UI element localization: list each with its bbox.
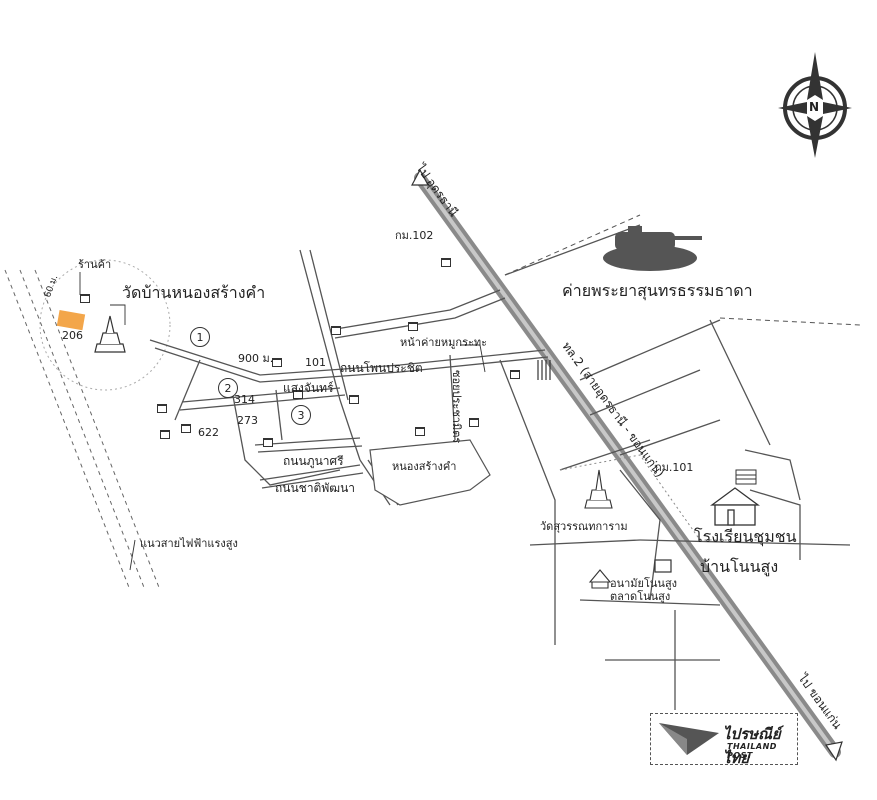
rail-hatch: [537, 360, 551, 380]
label-dist900: 900 ม.: [238, 352, 274, 365]
school-icon: [710, 487, 760, 526]
label-num622: 622: [198, 426, 219, 439]
label-num206: 206: [62, 329, 83, 342]
label-km102: กม.102: [395, 229, 434, 242]
house-icon: [441, 258, 451, 267]
tank-icon: [603, 226, 702, 271]
house-icon: [80, 294, 90, 303]
house-icon: [181, 424, 191, 433]
label-road-phonprasit: ถนนโพนประชิต: [340, 361, 423, 375]
post-brand: ไปรษณีย์ไทย: [723, 725, 781, 767]
temple-radius-circle: [39, 259, 171, 391]
health-center-icon: [654, 559, 672, 573]
label-km101: กม.101: [655, 461, 694, 474]
label-soi-prachamit: ซอยประชามิตร: [450, 370, 463, 444]
house-icon: [157, 404, 167, 413]
house-icon: [272, 358, 282, 367]
marker-circle-3: 3: [291, 405, 311, 425]
label-num273: 273: [237, 414, 258, 427]
label-market: ตลาดโนนสูง: [610, 590, 671, 603]
post-brand-en: THAILAND POST: [727, 742, 777, 760]
marker-circle-1: 1: [190, 327, 210, 347]
camp-boundary: [504, 214, 861, 326]
house-icon: [331, 326, 341, 335]
local-roads: [149, 224, 851, 710]
stupa-icon: [94, 315, 126, 353]
post-logo-icon: ไปรษณีย์ไทย THAILAND POST: [650, 713, 798, 767]
highway-road: [414, 172, 841, 758]
label-shop: ร้านค้า: [78, 258, 112, 271]
arrow-south-tip: [824, 741, 843, 762]
label-num314: 314: [234, 393, 255, 406]
house-icon: [408, 322, 418, 331]
school-area: [559, 454, 760, 541]
house-icon: [510, 370, 520, 379]
label-wat-suwan: วัดสุวรรณทการาม: [540, 520, 628, 533]
arrow-north-tip: [411, 168, 429, 186]
market-icon: [588, 569, 612, 589]
house-icon: [293, 390, 303, 399]
house-icon: [349, 395, 359, 404]
target-marker: [56, 310, 86, 331]
house-icon: [469, 418, 479, 427]
powerline-corridor: [4, 269, 161, 591]
stupa-icon: [584, 469, 613, 509]
house-icon: [263, 438, 273, 447]
compass-n-label: N: [809, 100, 820, 114]
label-camp-front: หน้าค่ายหมูกระทะ: [400, 336, 488, 349]
label-camp: ค่ายพระยาสุนทรธรรมธาดา: [562, 281, 753, 300]
leader-lines: [79, 272, 486, 571]
label-health: อนามัยโนนสูง: [610, 577, 678, 590]
house-icon: [415, 427, 425, 436]
house-icon: [160, 430, 170, 439]
label-powerline: แนวสายไฟฟ้าแรงสูง: [140, 537, 238, 550]
compass-icon: N: [776, 50, 854, 160]
pond-outline: [369, 439, 491, 506]
label-temple: วัดบ้านหนองสร้างคำ: [122, 283, 266, 302]
label-num101: 101: [305, 356, 326, 369]
flag-icon: [735, 469, 757, 485]
label-pond: หนองสร้างคำ: [392, 460, 457, 473]
label-road-chatphatthana: ถนนชาติพัฒนา: [275, 481, 356, 495]
label-village: บ้านโนนสูง: [700, 557, 779, 576]
label-road-saengchan: แสงจันทร์: [283, 381, 334, 395]
marker-circle-2: 2: [218, 378, 238, 398]
label-school: โรงเรียนชุมชน: [694, 527, 797, 546]
label-road-phumasri: ถนนภูนาศรี: [283, 454, 344, 468]
